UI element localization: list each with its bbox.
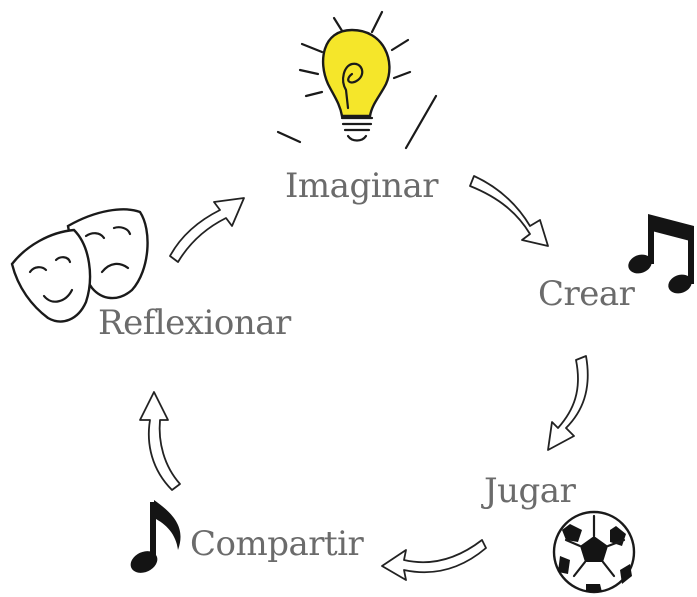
step-label-imaginar: Imaginar (285, 166, 439, 206)
step-label-compartir: Compartir (190, 524, 365, 564)
arrow-reflexionar-to-imaginar (169, 197, 245, 263)
arrow-compartir-to-reflexionar (139, 391, 181, 491)
arrow-imaginar-to-crear (469, 175, 549, 247)
step-label-reflexionar: Reflexionar (98, 303, 292, 343)
step-label-jugar: Jugar (481, 471, 577, 511)
soccer-ball-icon (552, 510, 636, 594)
music-note-icon (130, 500, 181, 573)
arrow-jugar-to-compartir (381, 539, 487, 581)
lightbulb-icon (276, 10, 438, 150)
music-notes-icon (628, 214, 694, 294)
arrow-crear-to-jugar (547, 355, 589, 451)
step-label-crear: Crear (538, 274, 636, 314)
theater-masks-icon (10, 208, 149, 323)
